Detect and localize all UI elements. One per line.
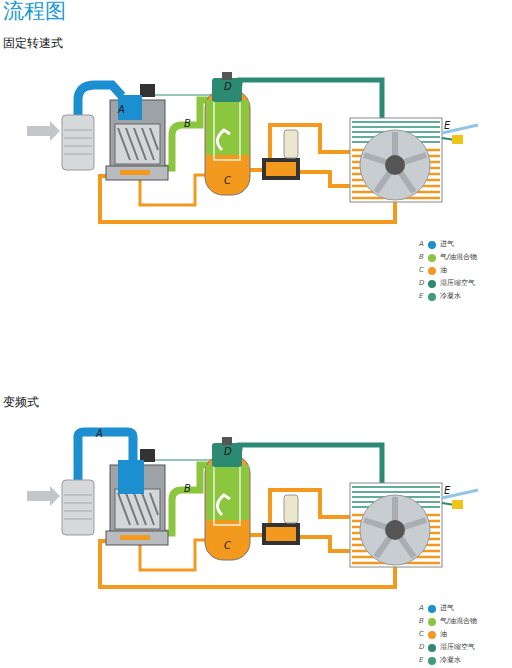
legend-swatch [428,267,436,275]
callout-letter: C [224,540,231,551]
callout-letter: A [96,428,103,439]
legend-letter: D [419,280,424,288]
legend-text: 湿压缩空气 [440,280,475,288]
legend-letter: A [419,605,424,613]
legend-letter: C [419,631,424,639]
legend-text: 气/油混合物 [440,618,477,626]
legend-swatch [428,254,436,262]
callout-letter: E [444,485,450,496]
variable-speed-illustration [27,432,478,587]
legend-swatch [428,618,436,626]
page-title: 流程图 [3,0,66,23]
legend-letter: E [419,657,423,665]
legend-swatch [428,644,436,652]
legend-letter: A [419,241,424,249]
legend-letter: C [419,267,424,275]
callout-letter: B [184,118,191,129]
legend-text: 油 [440,631,447,639]
callout-letter: E [444,120,450,131]
legend-swatch [428,631,436,639]
legend-swatch [428,280,436,288]
legend-swatch [428,293,436,301]
legend-letter: B [419,618,424,626]
legend-letter: E [419,293,423,301]
legend-text: 湿压缩空气 [440,644,475,652]
section-heading: 变频式 [3,396,39,409]
legend-swatch [428,241,436,249]
legend-text: 冷凝水 [440,657,461,665]
legend-text: 油 [440,267,447,275]
section-heading: 固定转速式 [3,37,63,50]
legend-text: 冷凝水 [440,293,461,301]
legend-text: 进气 [440,605,454,613]
legend-letter: D [419,644,424,652]
legend-letter: B [419,254,424,262]
legend-swatch [428,605,436,613]
callout-letter: D [224,446,232,457]
callout-letter: A [118,104,125,115]
callout-letter: D [224,81,232,92]
callout-letter: B [184,483,191,494]
legend-text: 气/油混合物 [440,254,477,262]
callout-letter: C [224,175,231,186]
legend-text: 进气 [440,241,454,249]
fixed-speed-illustration [27,72,478,222]
legend-swatch [428,657,436,665]
